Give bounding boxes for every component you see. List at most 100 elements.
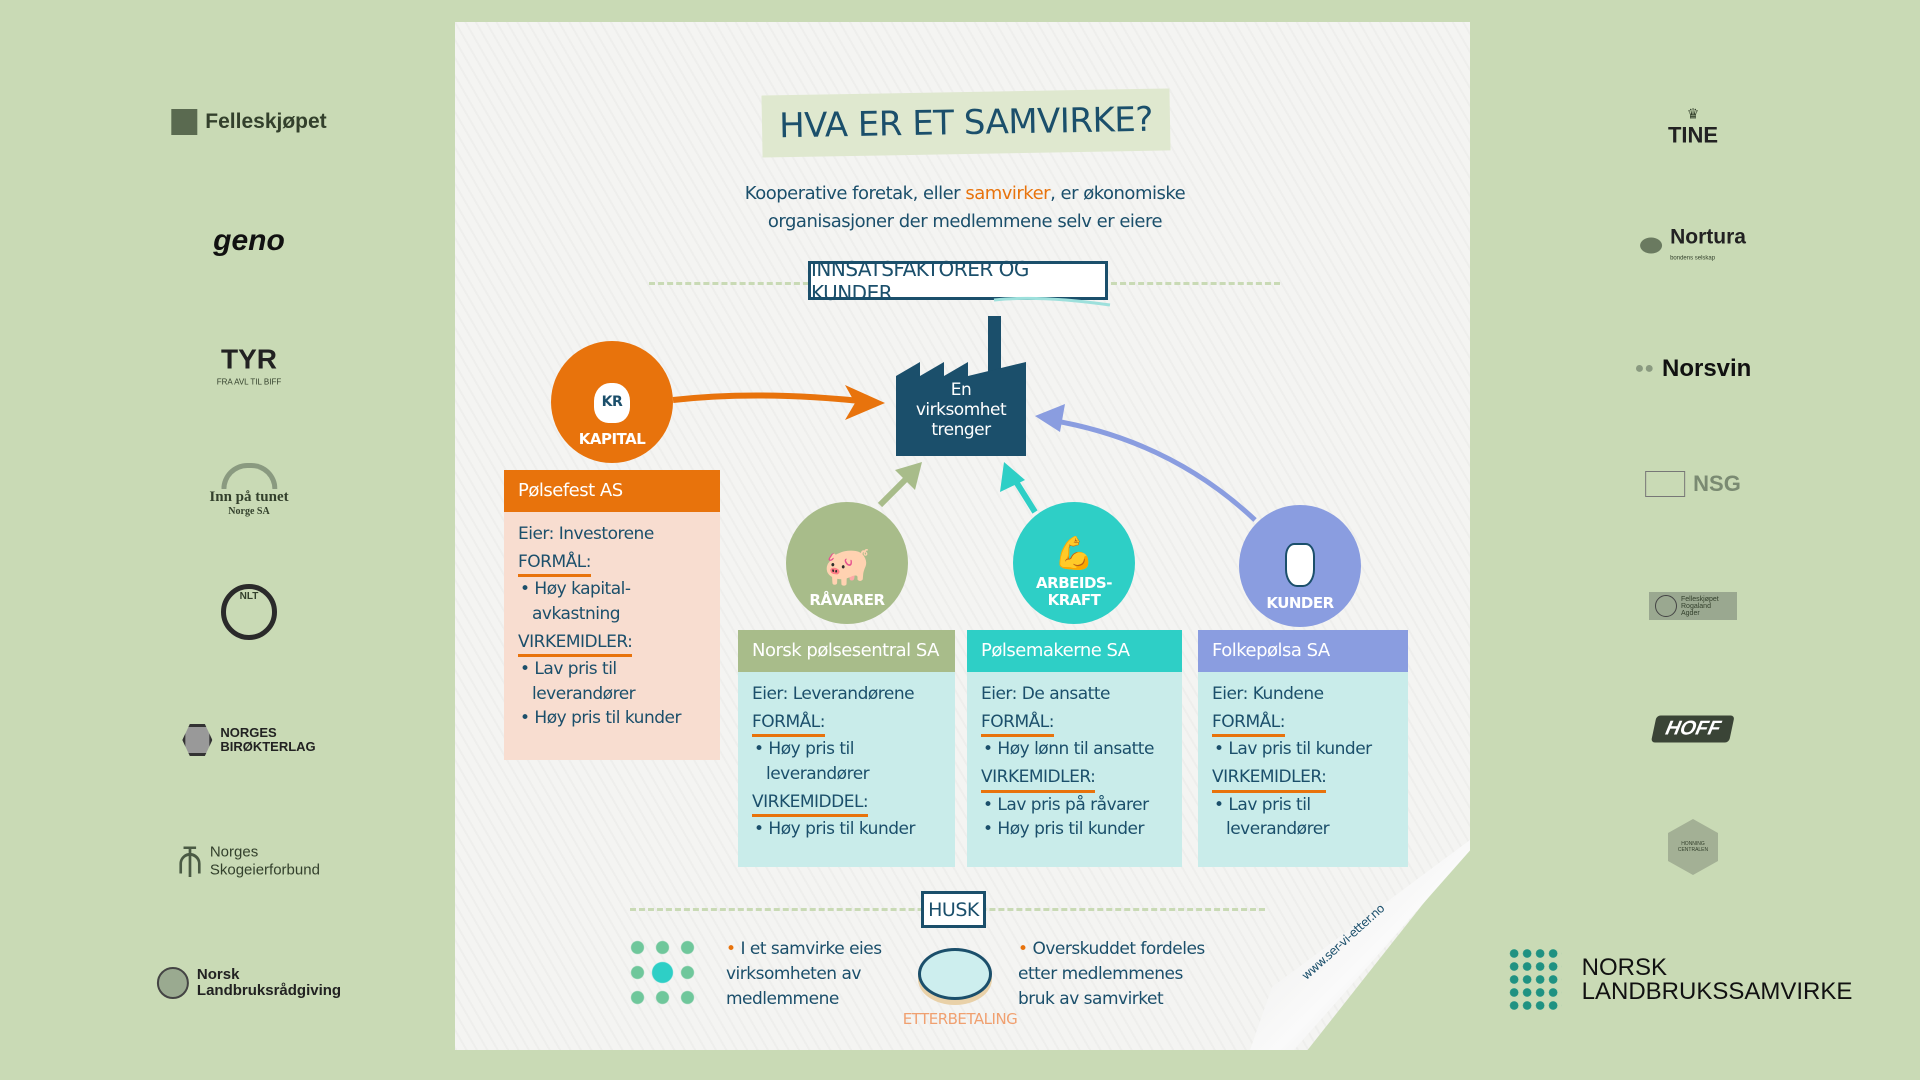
logo-nsg: NSG	[1645, 471, 1741, 497]
box-title: Folkepølsa SA	[1198, 630, 1408, 672]
husk-item-1: • I et samvirke eies virksomheten av med…	[726, 937, 906, 1012]
subtitle-text: , er økonomiske	[1050, 183, 1186, 204]
logo-honningcentralen: HONNING CENTRALEN	[1668, 819, 1718, 875]
grain-icon	[1507, 947, 1562, 1013]
factory-text: trenger	[931, 420, 991, 440]
logo-text: Landbruksrådgiving	[196, 982, 342, 999]
factory-text: En	[950, 380, 972, 400]
box-purpose-label: FORMÅL:	[981, 710, 1054, 738]
box-means-label: VIRKEMIDLER:	[1212, 765, 1327, 793]
box-means-item: • Høy pris til kunder	[983, 819, 1144, 840]
emblem-icon	[156, 967, 189, 999]
logo-norsvin: ●●Norsvin	[1635, 355, 1752, 383]
box-title: Pølsemakerne SA	[967, 630, 1182, 672]
muscle-icon: 💪	[1054, 533, 1094, 572]
subtitle: Kooperative foretak, eller samvirker, er…	[660, 180, 1270, 236]
box-title: Norsk pølsesentral SA	[738, 630, 955, 672]
box-polsemakerne: Pølsemakerne SA Eier: De ansatte FORMÅL:…	[967, 630, 1182, 867]
husk-text: Overskuddet fordeles etter medlemmenes b…	[1018, 939, 1205, 1009]
box-purpose-item: • Høy lønn til ansatte	[983, 739, 1154, 760]
arrowhead	[895, 462, 922, 490]
trees-icon: ⫚	[178, 838, 202, 883]
husk-text: I et samvirke eies virksomheten av medle…	[726, 939, 882, 1009]
box-purpose-label: FORMÅL:	[752, 710, 825, 738]
circle-label: RÅVARER	[809, 590, 885, 609]
box-purpose-item: • Høy pris til leverandører	[754, 739, 870, 784]
logo-tagline: bondens selskap	[1670, 255, 1716, 262]
box-purpose-item: • Høy kapital-avkastning	[520, 579, 631, 624]
circle-label: ARBEIDS-	[1036, 574, 1112, 592]
factory-text: virksomhet	[915, 400, 1007, 420]
box-means-item: • Høy pris til kunder	[754, 819, 915, 840]
logo-text: NORGES	[220, 725, 277, 741]
logo-text: Felleskjøpet Rogaland Agder	[1681, 595, 1719, 617]
subtitle-highlight: samvirker	[965, 183, 1051, 204]
arrowhead	[1035, 404, 1065, 432]
box-purpose-item: • Lav pris til kunder	[1214, 739, 1372, 760]
members-network-icon	[625, 935, 700, 1010]
circle-ravarer: 🐖 RÅVARER	[786, 502, 908, 624]
fk-icon	[171, 109, 198, 135]
animals-icon	[1645, 471, 1686, 497]
logo-text: NORSK	[1581, 954, 1667, 981]
circle-label: KRAFT	[1047, 590, 1101, 609]
box-means-item: • Lav pris til leverandører	[1214, 794, 1330, 840]
bullet: •	[726, 939, 741, 959]
logo-text: BIRØKTERLAG	[220, 739, 316, 754]
pie-icon	[918, 948, 992, 1000]
box-title: Pølsefest AS	[504, 470, 720, 512]
logo-nlt: NLT	[221, 584, 277, 640]
logo-nortura: Nortura bondens selskap	[1640, 227, 1746, 264]
crown-icon: ♛	[1686, 105, 1700, 122]
logo-text: Norge SA	[228, 506, 270, 517]
circle-label: KUNDER	[1266, 593, 1334, 612]
box-means-item: • Lav pris til leverandører	[520, 659, 636, 704]
logo-text: NSG	[1693, 471, 1741, 496]
logo-tagline: FRA AVL TIL BIFF	[216, 377, 282, 387]
logo-tine: ♛TINE	[1668, 106, 1718, 149]
logo-text: LANDBRUKSSAMVIRKE	[1581, 978, 1853, 1005]
logo-text: Nortura	[1670, 225, 1746, 249]
circle-arbeidskraft: 💪 ARBEIDS-KRAFT	[1013, 502, 1135, 624]
box-means-label: VIRKEMIDLER:	[981, 765, 1096, 793]
logo-text: Norsvin	[1661, 355, 1752, 382]
husk-item-2: • Overskuddet fordeles etter medlemmenes…	[1018, 937, 1218, 1012]
husk-heading: HUSK	[921, 891, 986, 928]
fk-icon	[1655, 595, 1677, 617]
subtitle-text: organisasjoner der medlemmene selv er ei…	[767, 211, 1163, 232]
box-means-label: VIRKEMIDLER:	[518, 630, 633, 658]
section-heading: INNSATSFAKTORER OG KUNDER	[808, 257, 1108, 305]
logo-felleskjopet-rogaland-agder: Felleskjøpet Rogaland Agder	[1649, 592, 1737, 620]
arrowhead	[845, 385, 885, 420]
logo-felleskjopet: Felleskjøpet	[171, 109, 327, 135]
etterbetaling-label: ETTERBETALING	[902, 1010, 1018, 1028]
logo-text: Skogeierforbund	[209, 861, 320, 878]
logo-text: Norges	[209, 843, 259, 860]
box-owner: Eier: Investorene	[518, 524, 654, 544]
box-folkepolsa: Folkepølsa SA Eier: Kundene FORMÅL: • La…	[1198, 630, 1408, 867]
logo-text: Felleskjøpet	[205, 110, 327, 133]
smoke	[993, 296, 1111, 307]
box-owner: Eier: Leverandørene	[752, 684, 915, 704]
logo-geno: geno	[213, 224, 285, 257]
logo-text: TINE	[1667, 122, 1719, 148]
field-icon	[1640, 237, 1663, 253]
logo-text: TYR	[221, 343, 277, 375]
box-norsk-polsesentral: Norsk pølsesentral SA Eier: Leverandøren…	[738, 630, 955, 867]
box-means-label: VIRKEMIDDEL:	[752, 790, 869, 818]
shopping-bag-icon	[1285, 542, 1315, 587]
box-means-item: • Lav pris på råvarer	[983, 794, 1149, 815]
box-polsefest: Pølsefest AS Eier: Investorene FORMÅL: •…	[504, 470, 720, 760]
box-owner: Eier: Kundene	[1212, 684, 1324, 704]
box-means-item: • Høy pris til kunder	[520, 708, 681, 729]
pig-icon: 🐖	[823, 543, 871, 588]
money-bag-icon: KR	[594, 382, 630, 423]
bullet: •	[1018, 939, 1033, 959]
